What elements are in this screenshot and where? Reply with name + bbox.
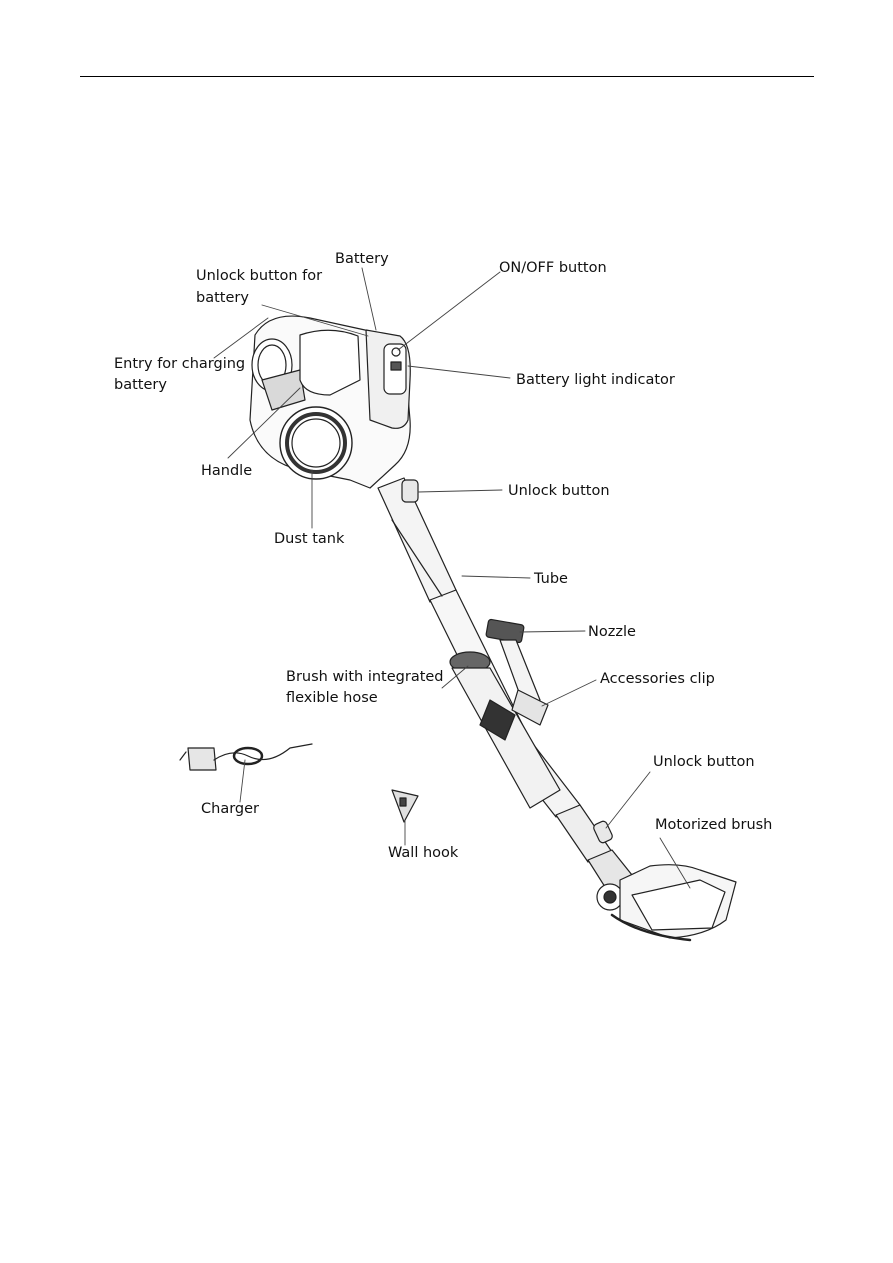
label-brush-hose-line1: Brush with integrated: [286, 669, 444, 685]
label-unlock-button-lower: Unlock button: [653, 754, 755, 770]
charger-drawing: [179, 743, 313, 771]
dust-tank-shape: [279, 406, 353, 480]
label-handle: Handle: [201, 463, 253, 479]
wall-hook-drawing: [391, 789, 419, 823]
motorized-brush-drawing: [596, 864, 737, 942]
main-body-drawing: [249, 315, 411, 489]
accessories-clip-shape: [511, 689, 549, 726]
label-charger: Charger: [201, 801, 259, 817]
label-battery: Battery: [335, 251, 389, 267]
label-accessories-clip: Accessories clip: [600, 671, 715, 687]
label-tube: Tube: [534, 571, 568, 587]
label-dust-tank: Dust tank: [274, 531, 345, 547]
label-entry-charging-line2: battery: [114, 377, 167, 393]
label-entry-charging-line1: Entry for charging: [114, 356, 246, 372]
header-rule: [80, 76, 814, 77]
accessories-drawing: [449, 618, 561, 809]
label-unlock-button-upper: Unlock button: [508, 483, 610, 499]
label-wall-hook: Wall hook: [388, 845, 459, 861]
label-unlock-battery-line1: Unlock button for: [196, 268, 323, 284]
handle-shape: [299, 329, 361, 396]
nozzle-shape: [485, 618, 525, 644]
label-on-off-button: ON/OFF button: [499, 260, 607, 276]
label-battery-light-indicator: Battery light indicator: [516, 372, 675, 388]
label-unlock-battery-line2: battery: [196, 290, 249, 306]
label-nozzle: Nozzle: [588, 624, 636, 640]
leader-lines: [213, 267, 691, 889]
label-brush-hose-line2: flexible hose: [286, 690, 378, 706]
unlock-button-upper-shape: [401, 479, 419, 503]
label-motorized-brush: Motorized brush: [655, 817, 773, 833]
